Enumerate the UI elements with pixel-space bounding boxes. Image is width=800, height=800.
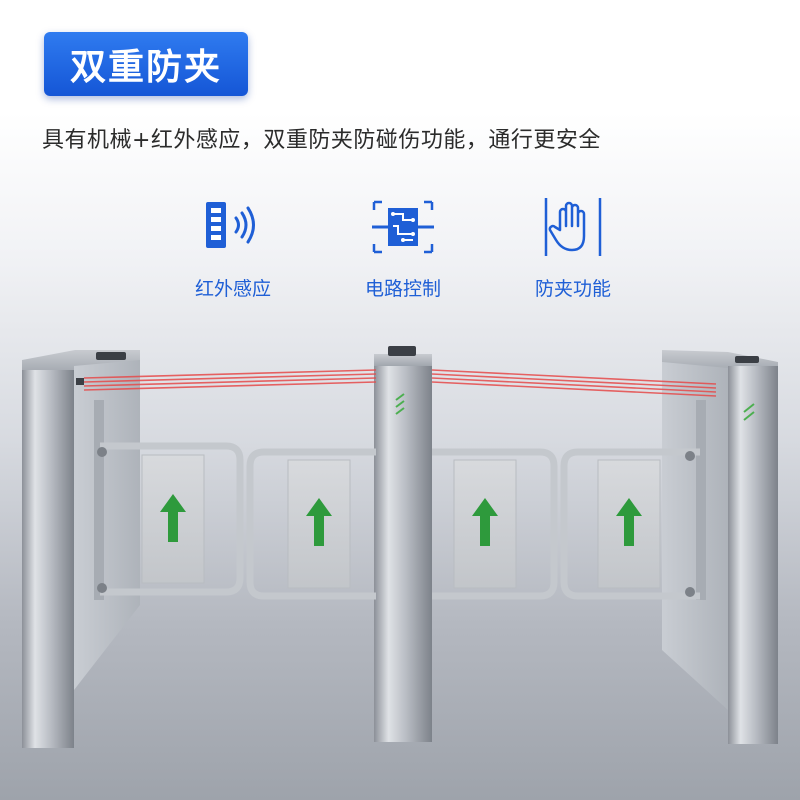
center-post — [374, 346, 432, 742]
hand-stop-icon — [538, 192, 608, 262]
gate-hinges — [97, 447, 695, 597]
feature-label: 电路控制 — [364, 278, 441, 300]
feature-circuit: 电路控制 — [328, 192, 478, 301]
left-cabinet — [22, 350, 140, 748]
swing-gate-1 — [100, 442, 244, 596]
feature-infrared: 红外感应 — [158, 192, 308, 301]
infrared-sensor-icon — [198, 192, 268, 262]
swing-gate-4 — [560, 448, 700, 600]
up-arrow-icon — [160, 494, 186, 542]
title-badge: 双重防夹 — [44, 32, 248, 96]
subtitle-text: 具有机械+红外感应，双重防夹防碰伤功能，通行更安全 — [42, 128, 601, 153]
up-arrow-icon — [306, 498, 332, 546]
feature-label: 防夹功能 — [534, 278, 611, 300]
right-cabinet — [662, 350, 778, 744]
page-title: 双重防夹 — [69, 47, 222, 88]
feature-anti-pinch: 防夹功能 — [498, 192, 648, 301]
feature-label: 红外感应 — [194, 278, 271, 300]
up-arrow-icon — [616, 498, 642, 546]
swing-gate-3 — [432, 448, 558, 600]
up-arrow-icon — [472, 498, 498, 546]
circuit-chip-icon — [368, 192, 438, 262]
swing-gate-2 — [246, 448, 376, 600]
infrared-beams — [83, 369, 717, 397]
